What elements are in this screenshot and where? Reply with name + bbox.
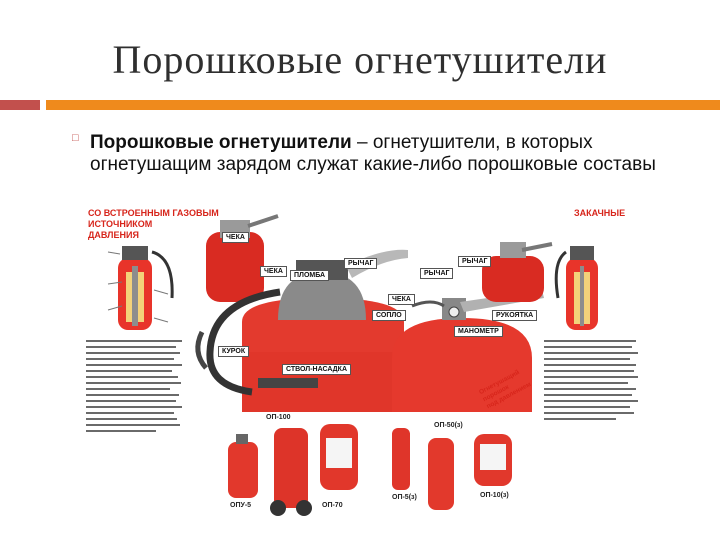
model-op-70: ОП-70 bbox=[322, 502, 343, 509]
model-op-5z: ОП-5(з) bbox=[392, 494, 417, 501]
callout-kurok: КУРОК bbox=[218, 346, 249, 357]
description-block-left bbox=[86, 338, 186, 447]
callout-rychag-left: РЫЧАГ bbox=[344, 258, 377, 269]
callout-plomba: ПЛОМБА bbox=[290, 270, 329, 281]
title-rule bbox=[46, 100, 720, 110]
heading-stored-gas: СО ВСТРОЕННЫМ ГАЗОВЫМ ИСТОЧНИКОМ ДАВЛЕНИ… bbox=[88, 208, 219, 241]
callout-cheka-top: ЧЕКА bbox=[222, 232, 249, 243]
model-op-50z: ОП-50(з) bbox=[434, 422, 463, 429]
callout-soplo: СОПЛО bbox=[372, 310, 406, 321]
definition-paragraph: Порошковые огнетушители – огнетушители, … bbox=[90, 132, 690, 176]
model-op-10z: ОП-10(з) bbox=[480, 492, 509, 499]
callout-cheka-left: ЧЕКА bbox=[260, 266, 287, 277]
callout-rukoyatka: РУКОЯТКА bbox=[492, 310, 537, 321]
slide-title: Порошковые огнетушители bbox=[0, 36, 720, 83]
callout-stvol: СТВОЛ-НАСАДКА bbox=[282, 364, 351, 375]
title-rule-accent bbox=[0, 100, 40, 110]
callout-manometr: МАНОМЕТР bbox=[454, 326, 503, 337]
heading-pressurized: ЗАКАЧНЫЕ bbox=[574, 208, 625, 219]
callout-rychag-mid: РЫЧАГ bbox=[420, 268, 453, 279]
model-op-100: ОП-100 bbox=[266, 414, 291, 421]
extinguisher-diagram: СО ВСТРОЕННЫМ ГАЗОВЫМ ИСТОЧНИКОМ ДАВЛЕНИ… bbox=[82, 202, 642, 530]
bullet-icon: □ bbox=[72, 132, 79, 144]
model-opu-5: ОПУ-5 bbox=[230, 502, 251, 509]
callout-rychag-right: РЫЧАГ bbox=[458, 256, 491, 267]
description-lines-left bbox=[86, 338, 186, 442]
callout-cheka-right: ЧЕКА bbox=[388, 294, 415, 305]
description-block-right bbox=[544, 338, 640, 447]
description-lines-right bbox=[544, 338, 640, 442]
defined-term: Порошковые огнетушители bbox=[90, 132, 352, 153]
